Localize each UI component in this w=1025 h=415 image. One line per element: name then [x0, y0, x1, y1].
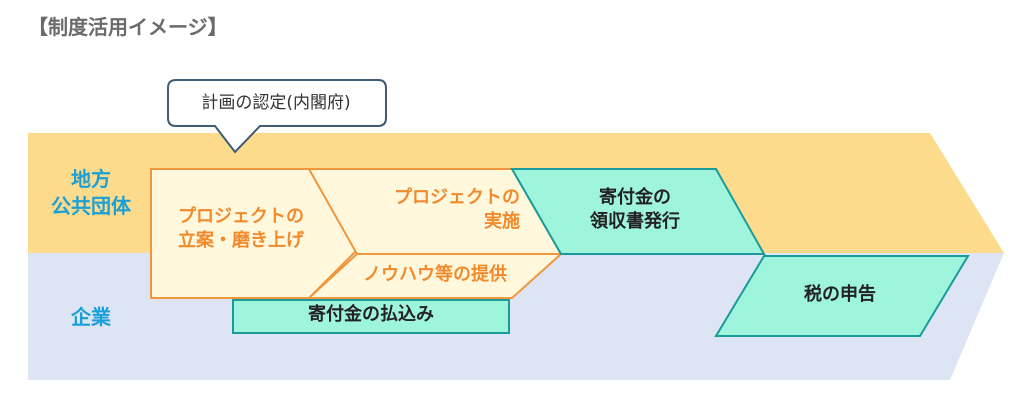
step-receipt-label: 寄付金の 領収書発行: [590, 187, 680, 233]
step-payment-shape: [232, 299, 510, 334]
step-plan-label: プロジェクトの 立案・磨き上げ: [178, 206, 304, 252]
step-implement-label: プロジェクトの 実施: [394, 187, 520, 233]
step-knowhow-label: ノウハウ等の提供: [363, 264, 507, 285]
step-knowhow-shape: [306, 253, 564, 299]
step-tax-shape: [714, 255, 970, 337]
callout-text: 計画の認定(内閣府): [201, 93, 351, 113]
diagram-title: 【制度活用イメージ】: [28, 15, 228, 39]
step-plan-shape: [150, 168, 359, 299]
lane-label-government: 地方 公共団体: [51, 167, 131, 218]
step-tax-label: 税の申告: [804, 284, 876, 305]
callout-bubble: [167, 79, 387, 154]
step-receipt-shape: [510, 168, 766, 255]
step-payment-label: 寄付金の払込み: [308, 304, 434, 325]
lane-label-company: 企業: [71, 305, 111, 329]
